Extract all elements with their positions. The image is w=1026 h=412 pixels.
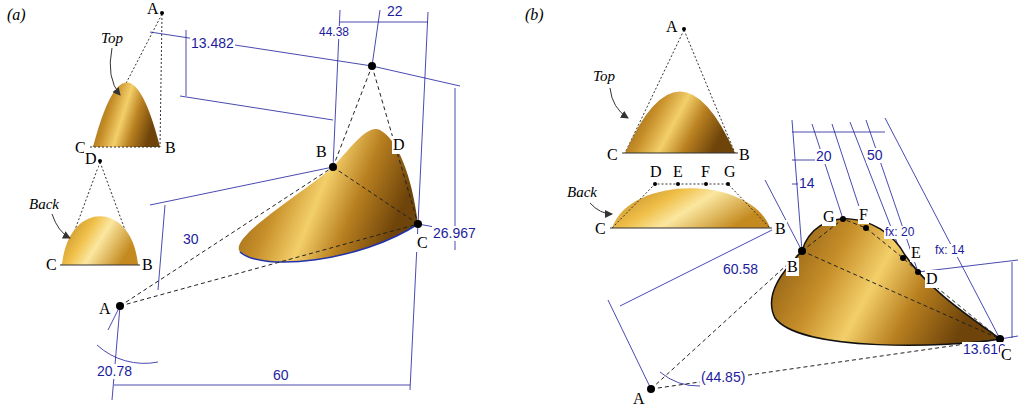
point-label: F xyxy=(858,206,869,224)
point-label: A xyxy=(98,300,112,318)
view-caption: Back xyxy=(28,196,60,213)
point-label: C xyxy=(1000,346,1013,364)
point-label: B xyxy=(738,146,751,164)
dimension-value: 14 xyxy=(798,176,816,191)
dimension-value: 22 xyxy=(386,4,404,19)
point-label: D xyxy=(392,136,406,154)
point-label: B xyxy=(786,258,799,276)
dimension-value: 30 xyxy=(182,232,200,247)
dimension-value: 26.967 xyxy=(432,226,477,241)
main-view-b xyxy=(608,118,1018,393)
point-label: B xyxy=(774,220,787,238)
point-label: A xyxy=(146,0,160,18)
point-label: G xyxy=(723,163,737,181)
point-label: D xyxy=(925,270,939,288)
view-caption: Back xyxy=(566,184,598,201)
dimension-value: fx: 14 xyxy=(934,244,965,257)
point-label: C xyxy=(416,234,429,252)
dimension-value: 20 xyxy=(815,149,833,164)
point-label: B xyxy=(164,139,177,157)
dimension-value: 13.482 xyxy=(190,36,235,51)
back-view-b xyxy=(590,182,772,228)
view-caption: Top xyxy=(100,30,124,47)
main-view-a xyxy=(97,10,462,400)
point-label: E xyxy=(672,163,684,181)
dimension-value: (44.85) xyxy=(700,370,746,385)
point-label: B xyxy=(315,143,328,161)
point-label: D xyxy=(84,150,98,168)
dimension-value: 60.58 xyxy=(722,262,759,277)
top-view-b xyxy=(610,27,738,153)
point-label: F xyxy=(700,163,711,181)
panel-tag: (b) xyxy=(524,6,545,24)
point-label: C xyxy=(606,146,619,164)
back-view-a xyxy=(52,159,140,265)
point-label: B xyxy=(141,256,154,274)
dimension-value: 50 xyxy=(866,148,884,163)
dimension-value: 60 xyxy=(272,368,290,383)
point-label: D xyxy=(649,163,663,181)
point-label: E xyxy=(910,244,922,262)
point-label: C xyxy=(594,220,607,238)
dimension-value: fx: 20 xyxy=(884,226,915,239)
dimension-value: 44.38 xyxy=(318,26,350,39)
panel-tag: (a) xyxy=(6,6,27,24)
point-label: C xyxy=(45,256,58,274)
dimension-value: 20.78 xyxy=(96,364,133,379)
point-label: G xyxy=(822,208,836,226)
top-view-a xyxy=(90,11,164,147)
point-label: A xyxy=(665,18,679,36)
point-label: A xyxy=(632,390,646,408)
view-caption: Top xyxy=(592,68,616,85)
